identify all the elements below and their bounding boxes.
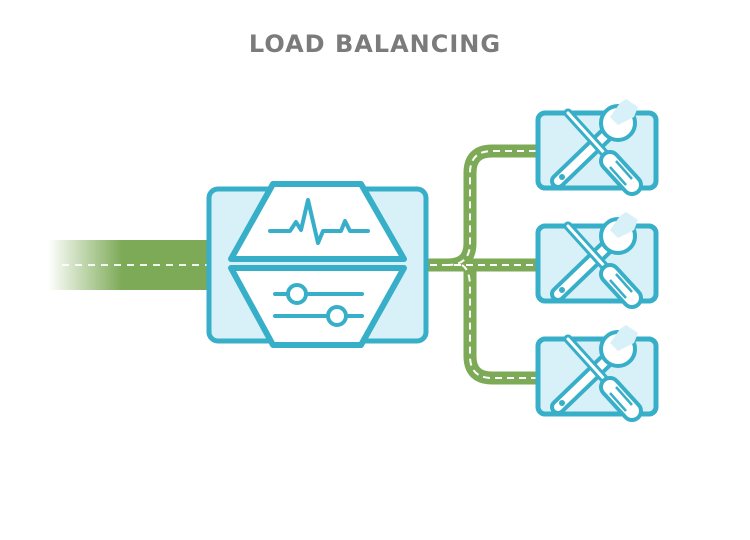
server-node-3 bbox=[535, 325, 659, 414]
load-balancer-node bbox=[206, 181, 429, 348]
sliders-icon bbox=[273, 283, 364, 327]
server-node-1 bbox=[535, 99, 659, 188]
incoming-traffic-road bbox=[48, 240, 213, 290]
diagram-title: LOAD BALANCING bbox=[248, 30, 502, 58]
branch-roads bbox=[425, 144, 540, 385]
server-node-2 bbox=[535, 212, 659, 301]
pulse-icon bbox=[268, 198, 370, 245]
